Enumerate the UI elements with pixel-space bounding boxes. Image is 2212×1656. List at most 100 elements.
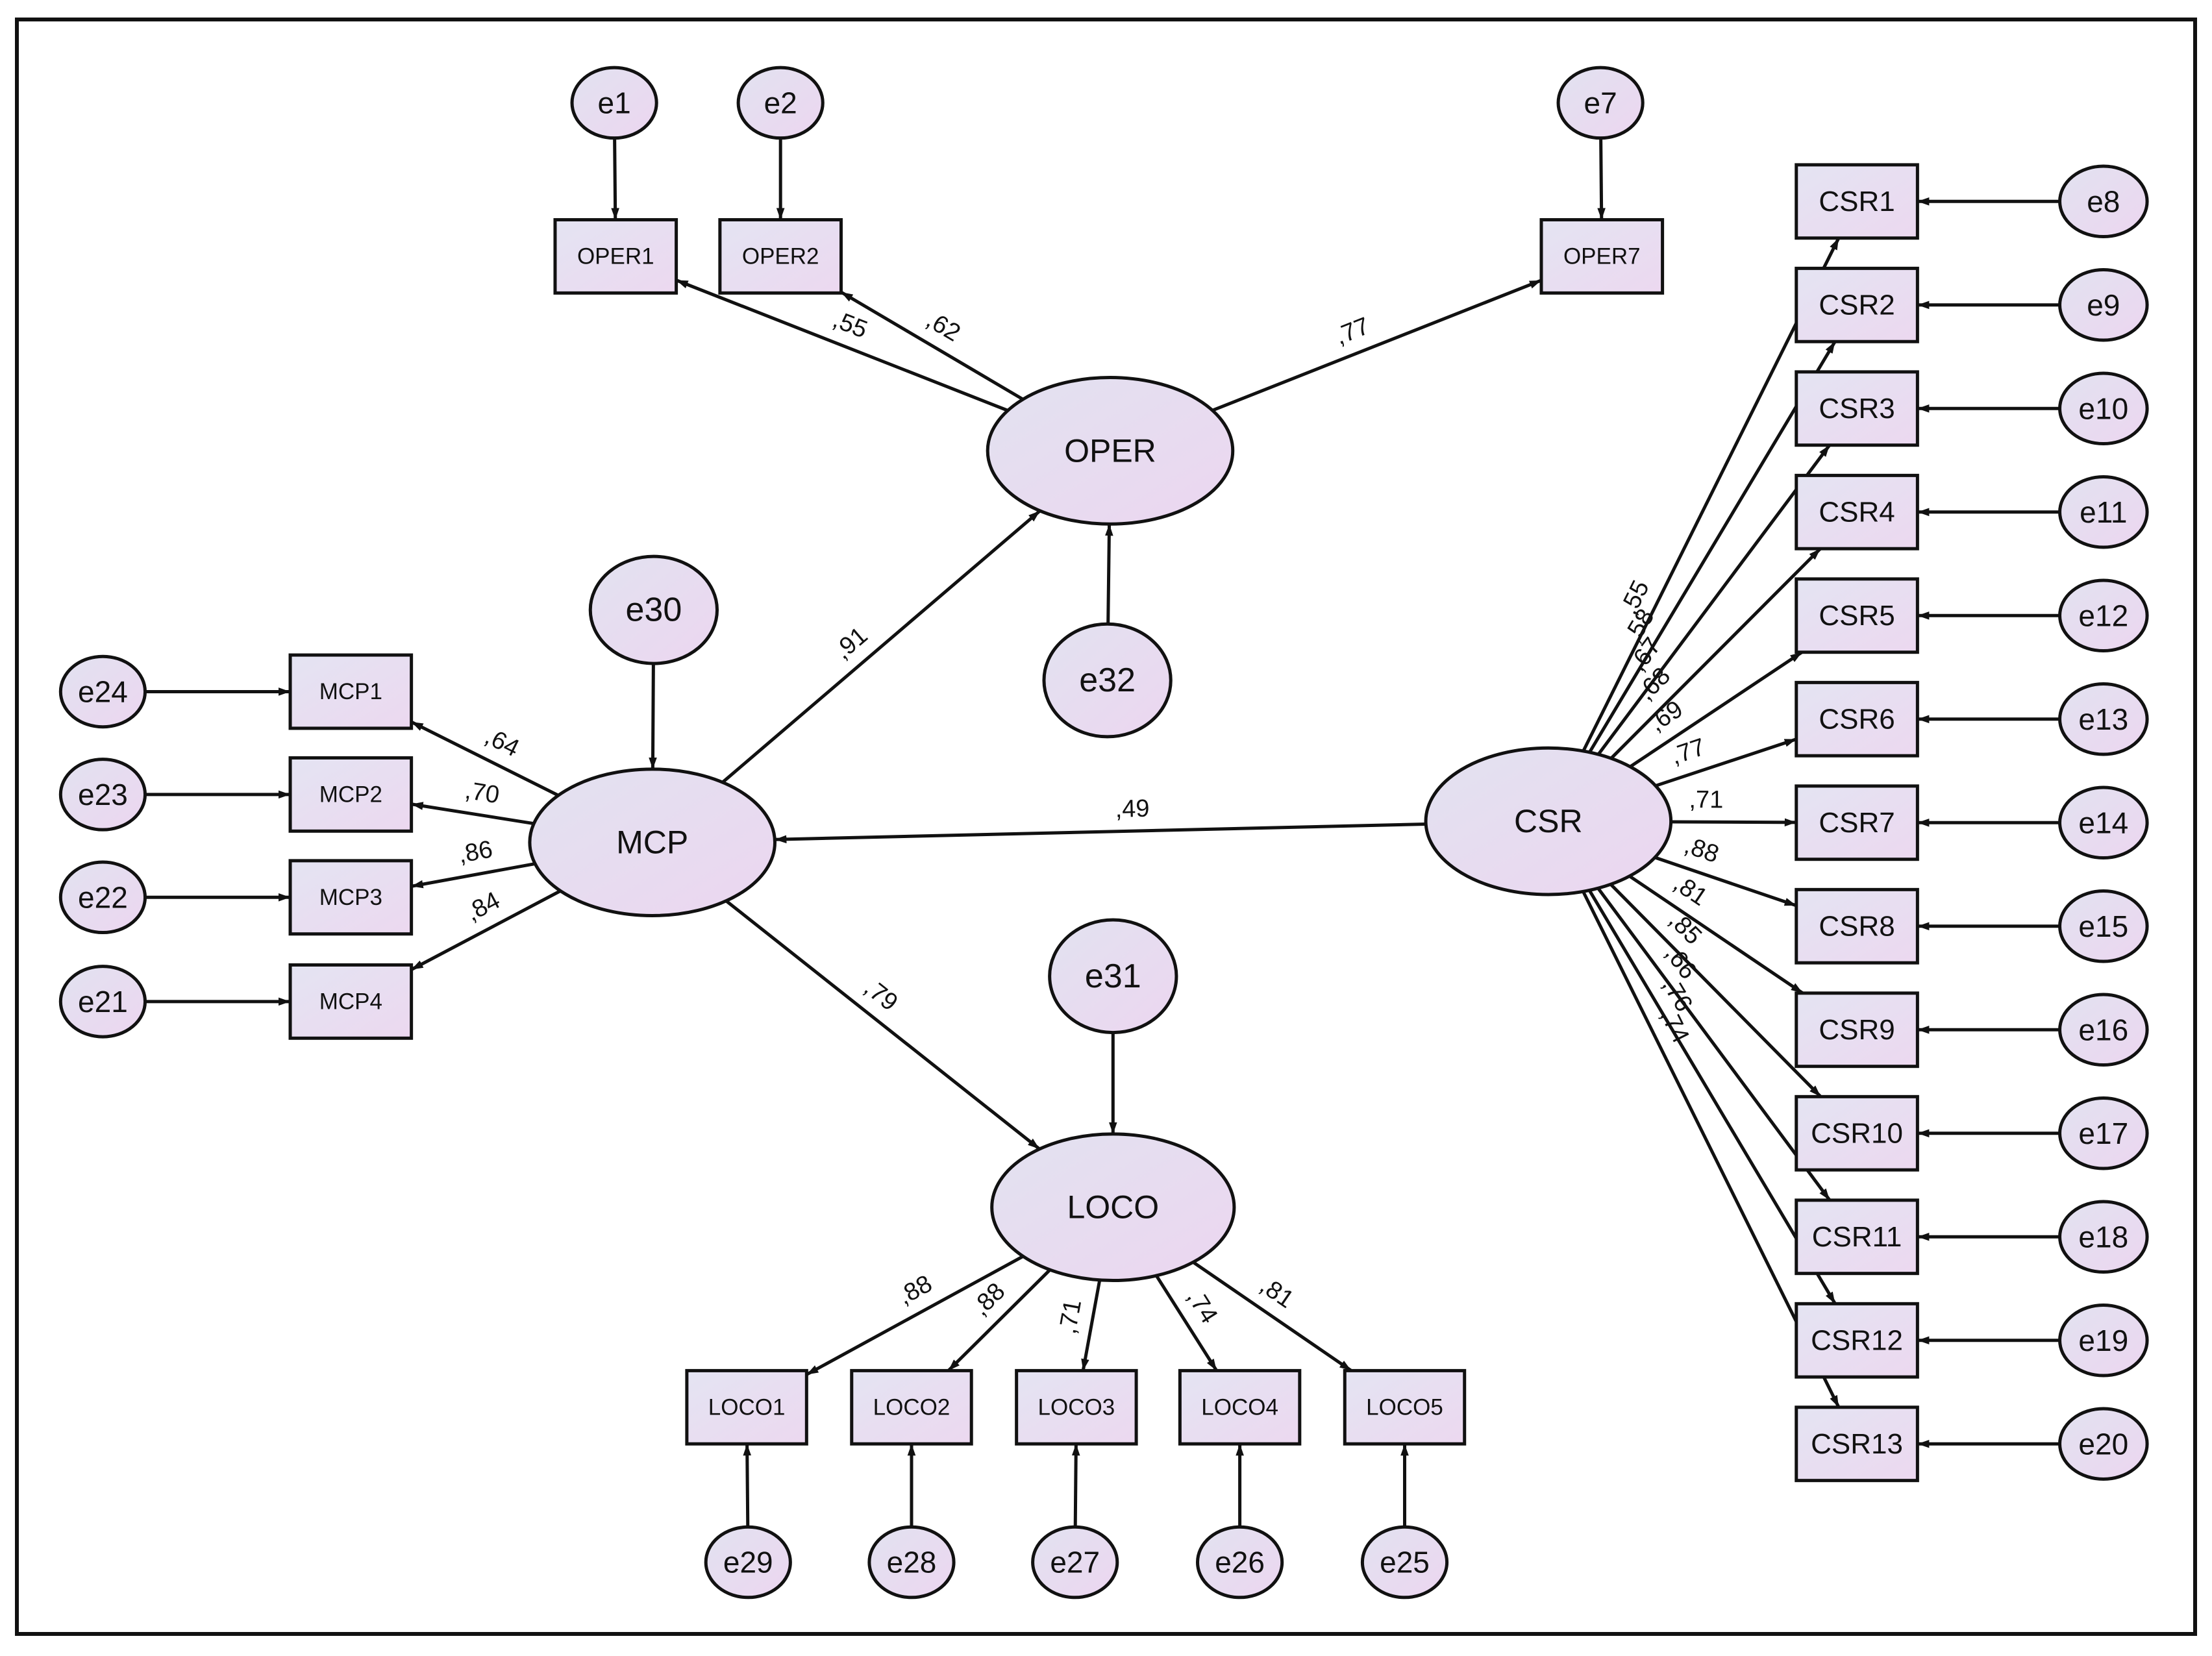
error-term-label: e7	[1584, 86, 1617, 119]
loading-arrow	[947, 1268, 1052, 1372]
observed-label: LOCO5	[1366, 1394, 1443, 1420]
error-term-label: e24	[78, 674, 128, 708]
structural-path-arrow	[775, 822, 1426, 844]
error-term-label: e30	[625, 591, 682, 629]
coefficient-label: ,70	[463, 777, 501, 809]
observed-label: CSR2	[1819, 289, 1895, 321]
observed-variable-csr13	[1795, 1405, 1919, 1483]
error-term-label: e29	[723, 1546, 773, 1579]
error-term-e16	[2058, 993, 2149, 1067]
observed-variable-loco3	[1015, 1368, 1138, 1446]
observed-label: LOCO2	[873, 1394, 951, 1420]
edges-layer	[145, 138, 2060, 1527]
error-term-label: e22	[78, 880, 128, 914]
latent-label: CSR	[1514, 803, 1583, 839]
loading-arrow	[1192, 1261, 1352, 1372]
latent-variable-csr	[1424, 746, 1673, 896]
error-term-label: e20	[2078, 1427, 2128, 1461]
error-term-e22	[58, 860, 147, 935]
loading-arrow	[1587, 889, 1837, 1305]
observed-label: CSR3	[1819, 393, 1895, 425]
observed-variable-loco4	[1178, 1368, 1302, 1446]
observed-label: CSR7	[1819, 807, 1895, 839]
error-term-e14	[2058, 785, 2149, 860]
observed-label: MCP1	[319, 679, 382, 704]
error-term-label: e8	[2087, 184, 2120, 218]
error-term-label: e16	[2078, 1013, 2128, 1046]
error-term-label: e1	[598, 86, 631, 119]
error-term-e30	[588, 554, 719, 665]
observed-label: CSR12	[1811, 1324, 1903, 1356]
coefficient-label: ,71	[1054, 1298, 1087, 1337]
observed-variable-csr6	[1795, 680, 1919, 758]
latent-label: MCP	[616, 824, 688, 861]
error-term-label: e28	[887, 1546, 937, 1579]
observed-label: CSR8	[1819, 910, 1895, 942]
observed-label: LOCO3	[1038, 1394, 1115, 1420]
observed-variable-csr4	[1795, 473, 1919, 550]
error-term-e25	[1360, 1525, 1449, 1600]
observed-variable-mcp4	[288, 963, 414, 1040]
observed-variable-csr9	[1795, 991, 1919, 1069]
observed-variable-csr10	[1795, 1094, 1919, 1172]
loading-arrow	[1597, 444, 1831, 756]
error-term-label: e15	[2078, 909, 2128, 943]
observed-label: MCP2	[319, 782, 382, 807]
latent-variable-mcp	[528, 767, 777, 918]
structural-path-arrow	[721, 509, 1041, 784]
error-term-label: e10	[2078, 391, 2128, 425]
observed-variable-oper2	[718, 218, 843, 295]
error-term-e17	[2058, 1096, 2149, 1170]
error-term-e12	[2058, 578, 2149, 653]
loading-arrow	[1629, 650, 1803, 769]
loading-arrow	[1597, 887, 1832, 1202]
error-term-e31	[1048, 918, 1178, 1035]
observed-label: CSR1	[1819, 186, 1895, 217]
observed-label: LOCO1	[708, 1394, 786, 1420]
loading-arrow	[410, 889, 562, 971]
loading-arrow	[1628, 874, 1804, 995]
observed-variable-mcp2	[288, 756, 414, 833]
error-term-label: e2	[764, 86, 797, 119]
observed-variable-oper1	[553, 218, 678, 295]
observed-variable-loco1	[685, 1368, 808, 1446]
observed-variable-mcp1	[288, 653, 414, 730]
error-term-e10	[2058, 371, 2149, 446]
error-term-label: e18	[2078, 1220, 2128, 1254]
error-term-arrow	[1105, 524, 1113, 624]
error-term-e13	[2058, 682, 2149, 756]
error-term-e29	[704, 1525, 792, 1600]
error-term-e1	[570, 66, 658, 140]
coefficient-label: ,49	[1115, 795, 1150, 823]
coefficient-label: ,71	[1689, 786, 1723, 813]
structural-path-arrow	[725, 899, 1041, 1150]
error-term-e18	[2058, 1200, 2149, 1274]
observed-label: OPER7	[1563, 243, 1641, 269]
error-term-label: e12	[2078, 599, 2128, 632]
latent-variable-loco	[990, 1132, 1236, 1283]
error-term-e11	[2058, 475, 2149, 549]
loading-arrow	[1212, 278, 1542, 412]
loading-arrow	[840, 290, 1024, 401]
error-term-e7	[1556, 66, 1645, 140]
error-term-e28	[867, 1525, 956, 1600]
error-term-arrow	[649, 663, 657, 769]
error-term-label: e14	[2078, 806, 2128, 839]
error-term-e32	[1042, 622, 1173, 739]
error-term-label: e31	[1085, 958, 1141, 995]
error-term-e8	[2058, 164, 2149, 239]
error-term-e19	[2058, 1304, 2149, 1378]
observed-label: CSR13	[1811, 1428, 1903, 1460]
observed-variable-csr3	[1795, 370, 1919, 447]
loading-arrow	[411, 802, 534, 826]
coefficient-label: ,86	[456, 835, 495, 869]
observed-variable-csr7	[1795, 784, 1919, 861]
observed-variable-csr5	[1795, 577, 1919, 654]
observed-label: CSR6	[1819, 703, 1895, 735]
loading-arrow	[1609, 547, 1822, 760]
observed-variable-loco5	[1343, 1368, 1467, 1446]
observed-label: CSR10	[1811, 1117, 1903, 1149]
error-term-label: e9	[2087, 288, 2120, 322]
error-term-e2	[736, 66, 825, 140]
